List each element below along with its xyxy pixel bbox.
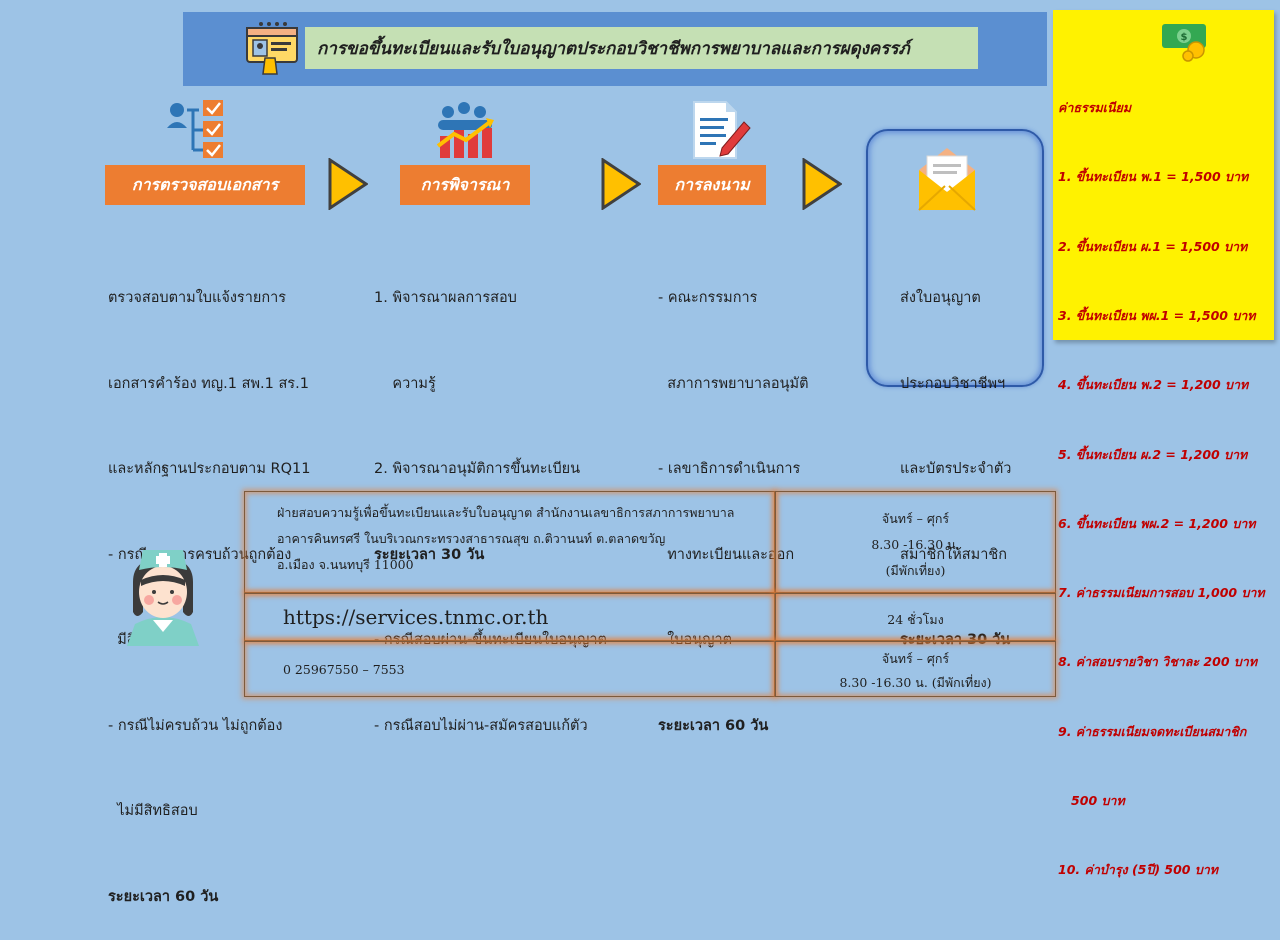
document-sign-icon [688,100,752,160]
fee-item: 3. ขึ้นทะเบียน พผ.1 = 1,500 บาท [1058,308,1256,324]
fee-item: 7. ค่าธรรมเนียมการสอบ 1,000 บาท [1058,585,1265,601]
step-4-line: ส่งใบอนุญาต [900,290,981,306]
contact-address-hours: จันทร์ – ศุกร์ 8.30 -16.30 น. (มีพักเที่… [775,506,1056,584]
contact-website-cell [244,593,775,641]
contact-address: ฝ่ายสอบความรู้เพื่อขึ้นทะเบียนและรับใบอน… [277,500,734,578]
step-2-line: 1. พิจารณาผลการสอบ [374,290,517,306]
contact-phone-cell [244,641,775,697]
website-hours: 24 ชั่วโมง [887,612,944,627]
step-arrow-1 [328,157,369,211]
phone-number: 0 25967550 – 7553 [283,662,405,677]
step-4-description: ส่งใบอนุญาต ประกอบวิชาชีพฯ และบัตรประจำต… [900,227,1011,683]
fee-item: 4. ขึ้นทะเบียน พ.2 = 1,200 บาท [1058,377,1249,393]
hours-line: 8.30 -16.30 น. [871,537,960,552]
step-3-line: สภาการพยาบาลอนุมัติ [658,375,809,392]
step-1-duration: ระยะเวลา 60 วัน [108,888,219,905]
step-4-line: สมาชิกให้สมาชิก [900,546,1007,563]
step-2-line: - กรณีสอบไม่ผ่าน-สมัครสอบแก้ตัว [374,717,588,734]
money-icon: $ [1160,22,1212,62]
fee-note [1053,10,1274,340]
id-card-icon [243,18,305,80]
contact-phone-hours: จันทร์ – ศุกร์ 8.30 -16.30 น. (มีพักเที่… [775,647,1056,695]
fee-item: 500 บาท [1058,793,1125,808]
step-2-duration: ระยะเวลา 30 วัน [374,546,485,563]
step-arrow-2 [601,157,642,211]
step-4-line: ประกอบวิชาชีพฯ [900,375,1006,392]
hours-line: จันทร์ – ศุกร์ [881,651,950,666]
step-1-line: ไม่มีสิทธิสอบ [108,803,198,819]
step-1-line: ตรวจสอบตามใบแจ้งรายการ [108,290,287,306]
step-1-line: - กรณีไม่ครบถ้วน ไม่ถูกต้อง [108,717,283,734]
step-3-line: - เลขาธิการดำเนินการ [658,461,801,477]
address-line: อ.เมือง จ.นนทบุรี 11000 [277,557,414,572]
fee-item: 8. ค่าสอบรายวิชา วิชาละ 200 บาท [1058,654,1258,670]
hours-line: จันทร์ – ศุกร์ [881,511,950,526]
nurse-avatar [113,540,213,646]
step-4-line: และบัตรประจำตัว [900,461,1012,477]
page-title: การขอขึ้นทะเบียนและรับใบอนุญาตประกอบวิชา… [305,27,978,69]
svg-text:$: $ [1181,32,1188,43]
hours-line: 8.30 -16.30 น. (มีพักเที่ยง) [839,675,992,690]
checklist-icon [163,98,229,160]
fee-item: 6. ขึ้นทะเบียน พผ.2 = 1,200 บาท [1058,515,1256,531]
step-1-line: และหลักฐานประกอบตาม RQ11 [108,461,311,477]
fee-item: 9. ค่าธรรมเนียมจดทะเบียนสมาชิก [1058,723,1247,739]
step-3-duration: ระยะเวลา 60 วัน [658,717,769,734]
step-2-line: 2. พิจารณาอนุมัติการขึ้นทะเบียน [374,461,581,477]
fee-item: 10. ค่าบำรุง (5ปี) 500 บาท [1058,862,1219,878]
contact-address-hours-cell [775,491,1056,593]
step-2-label: การพิจารณา [400,165,530,205]
fee-list: ค่าธรรมเนียม 1. ขึ้นทะเบียน พ.1 = 1,500 … [1058,50,1265,904]
fee-heading: ค่าธรรมเนียม [1058,100,1132,116]
fee-item: 5. ขึ้นทะเบียน ผ.2 = 1,200 บาท [1058,446,1248,462]
website-link[interactable]: https://services.tnmc.or.th [283,605,549,629]
contact-address-cell [244,491,775,593]
step-3-label: การลงนาม [658,165,766,205]
address-line: ฝ่ายสอบความรู้เพื่อขึ้นทะเบียนและรับใบอน… [277,505,735,520]
fee-item: 1. ขึ้นทะเบียน พ.1 = 1,500 บาท [1058,169,1249,185]
step-3-line: - คณะกรรมการ [658,290,758,306]
hours-line: (มีพักเที่ยง) [885,563,946,578]
step-1-label: การตรวจสอบเอกสาร [105,165,305,205]
step-1-line: เอกสารคำร้อง ทญ.1 สพ.1 สร.1 [108,375,309,392]
envelope-icon [915,142,979,214]
step-4-box [866,129,1044,387]
step-arrow-3 [802,157,843,211]
step-2-line: ความรู้ [374,375,436,392]
step-3-line: ทางทะเบียนและออก [658,546,795,563]
growth-chart-icon [434,98,496,160]
address-line: อาคารคินทรศรี ในบริเวณกระทรวงสาธารณสุข ถ… [277,531,666,546]
fee-item: 2. ขึ้นทะเบียน ผ.1 = 1,500 บาท [1058,238,1248,254]
contact-website-hours-cell [775,593,1056,641]
contact-phone-hours-cell [775,641,1056,697]
